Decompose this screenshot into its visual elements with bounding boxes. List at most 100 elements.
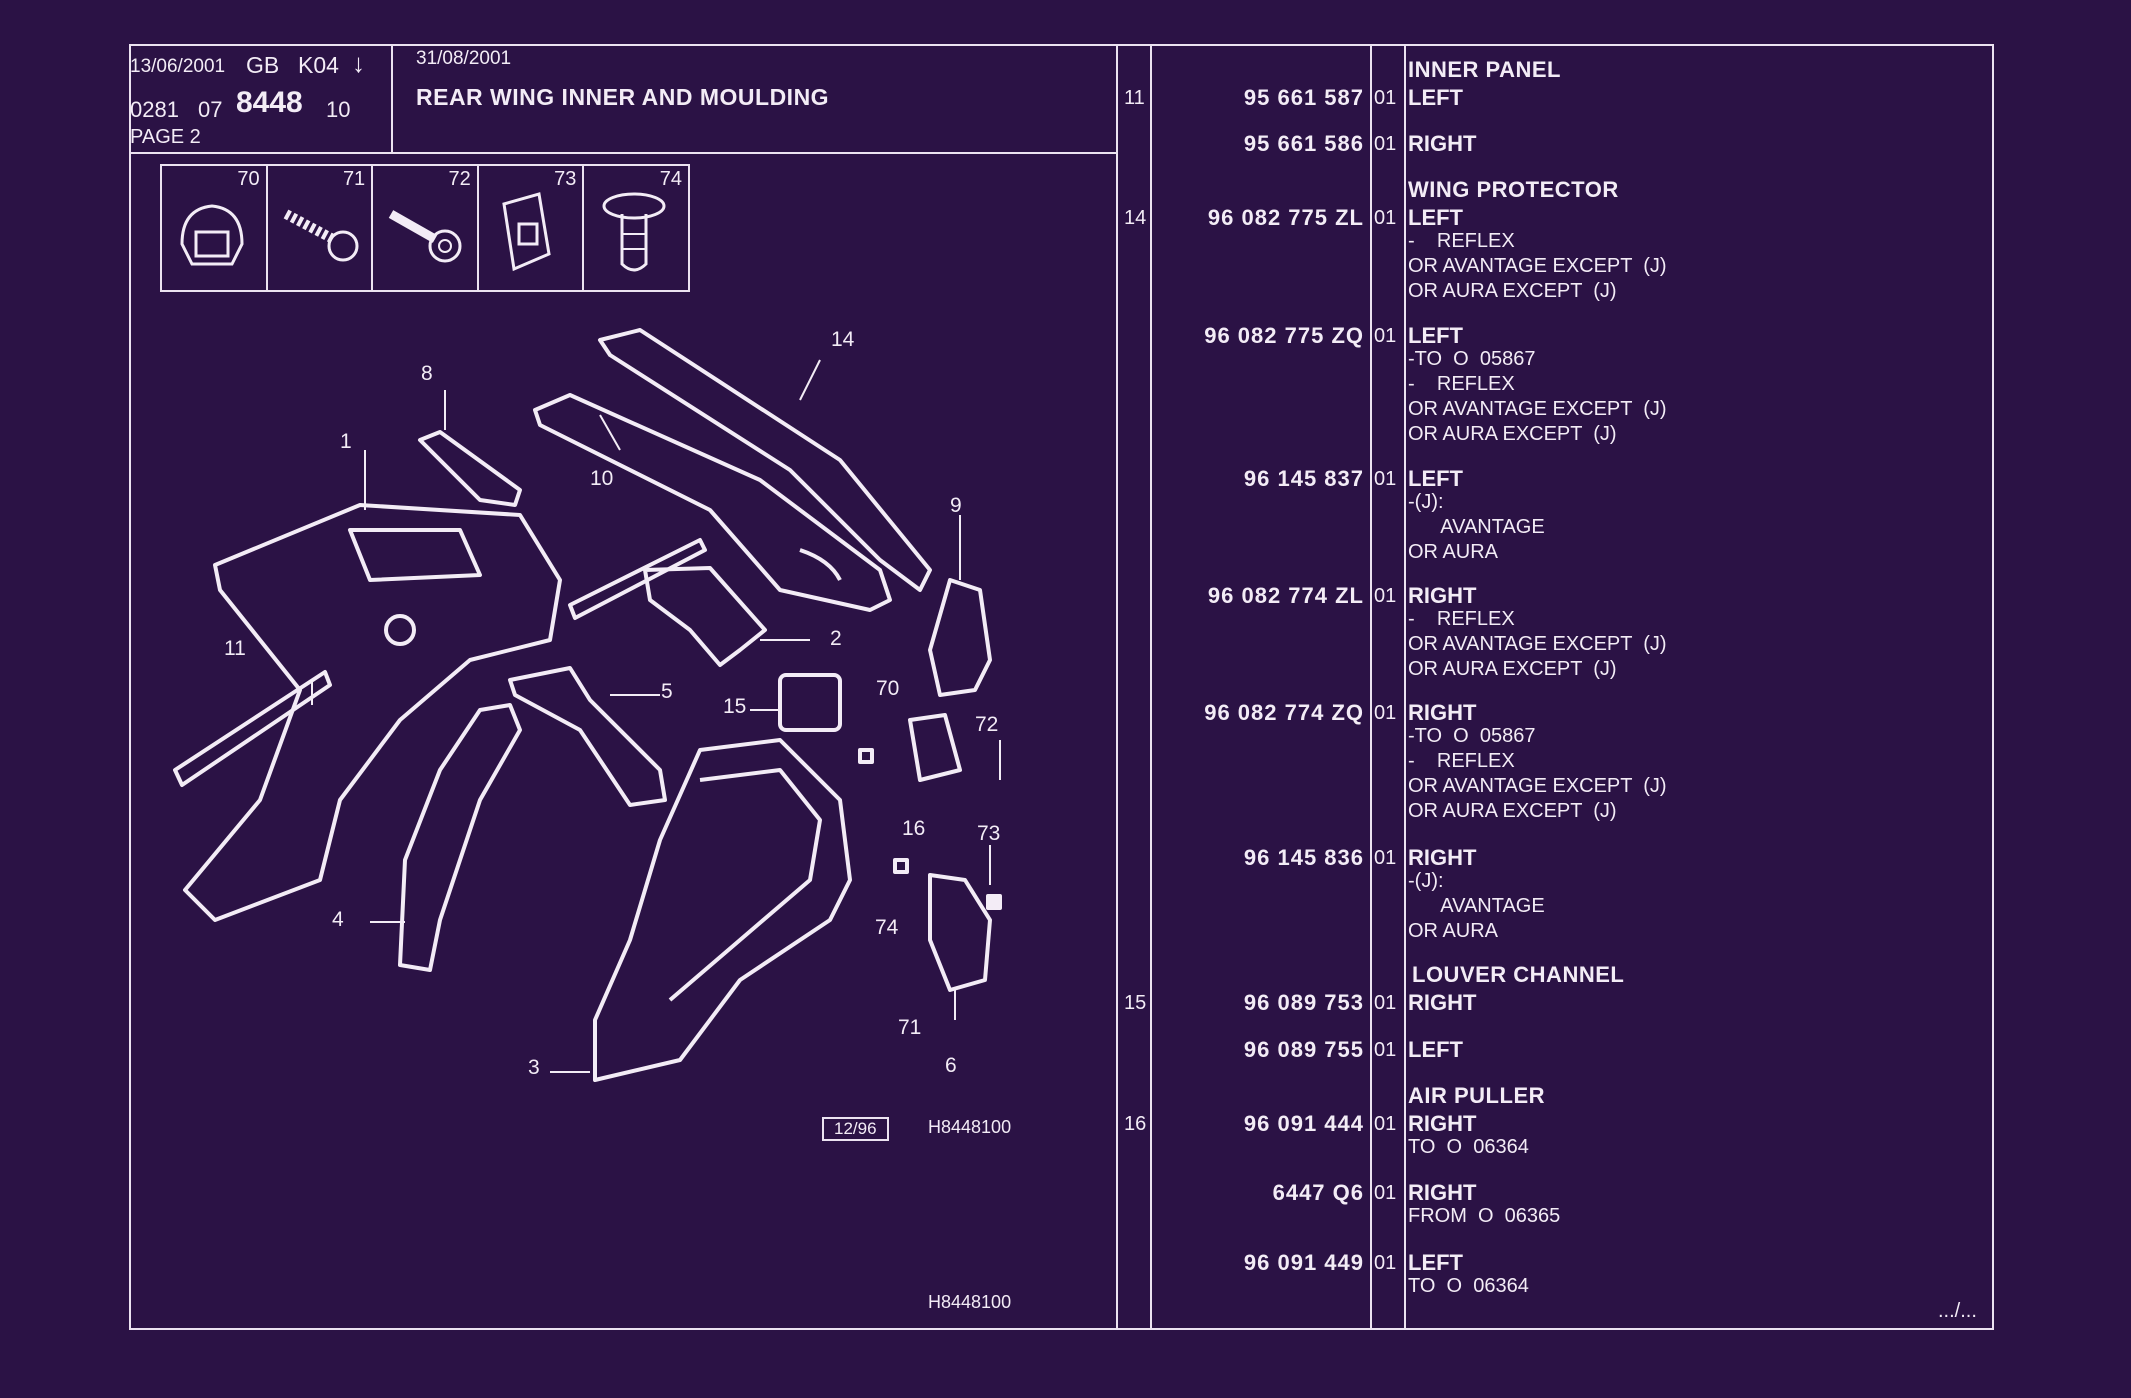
part-applicability: TO O 06364 [1408,1275,1529,1297]
part-side: LEFT [1408,1250,1463,1275]
part-qty: 01 [1374,87,1397,109]
part-number: 96 089 753 [1243,990,1364,1015]
part-applicability: -(J): [1408,491,1444,513]
thumb-70: 70 [162,166,268,290]
part-qty: 01 [1374,468,1397,490]
part-applicability: -TO O 05867 [1408,348,1536,370]
part-number: 96 082 775 ZL [1207,205,1364,230]
thumb-72: 72 [373,166,479,290]
table-divider-2 [1150,44,1152,1330]
ref-suffix: 10 [326,97,351,122]
callout-4: 4 [332,908,344,931]
part-side: RIGHT [1408,583,1477,608]
callout-8: 8 [421,362,433,385]
callout-2: 2 [830,627,842,650]
part-side: RIGHT [1408,700,1477,725]
part-side: LEFT [1408,85,1463,110]
part-applicability: OR AURA EXCEPT (J) [1408,800,1617,822]
part-number: 96 091 444 [1243,1111,1364,1136]
part-number: 96 145 837 [1243,466,1364,491]
thumb-74: 74 [584,166,688,290]
part-applicability: OR AURA [1408,541,1499,563]
part-applicability: OR AVANTAGE EXCEPT (J) [1408,255,1667,277]
ref-prefix: 0281 [130,97,179,122]
part-side: RIGHT [1408,1180,1477,1205]
callout-14: 11 [224,637,246,660]
part-applicability: OR AVANTAGE EXCEPT (J) [1408,775,1667,797]
callout-6: 6 [945,1054,957,1077]
section-wing-protector: WING PROTECTOR [1408,177,1619,202]
speed-nut-icon [502,192,551,272]
part-qty: 01 [1374,1252,1397,1274]
header-bottom-rule [129,152,1116,154]
callout-9: 9 [950,494,962,517]
part-side: RIGHT [1408,131,1477,156]
header-code: K04 [298,52,339,78]
callout-70: 70 [876,677,900,700]
callout-1: 1 [340,430,352,453]
part-applicability: - REFLEX [1408,608,1515,630]
page-title: REAR WING INNER AND MOULDING [416,84,830,110]
part-number: 96 089 755 [1243,1037,1364,1062]
part-ref: 16 [1124,1113,1147,1135]
screw-icon [283,209,359,262]
date-stamp: 12/96 [822,1117,889,1141]
table-divider-1 [1116,44,1118,1330]
part-qty: 01 [1374,992,1397,1014]
thumb-number: 72 [448,168,471,190]
part-qty: 01 [1374,702,1397,724]
part-qty: 01 [1374,585,1397,607]
thumb-71: 71 [268,166,374,290]
callout-10: 10 [590,467,614,490]
part-applicability: OR AVANTAGE EXCEPT (J) [1408,633,1667,655]
thumb-number: 74 [659,168,682,190]
part-number: 96 091 449 [1243,1250,1364,1275]
thumb-number: 73 [554,168,577,190]
part-side: LEFT [1408,466,1463,491]
part-qty: 01 [1374,325,1397,347]
part-number: 96 082 775 ZQ [1204,323,1364,348]
part-number: 6447 Q6 [1272,1180,1364,1205]
header-divider [391,44,393,152]
continued-marker: .../... [1938,1300,1977,1322]
table-divider-3 [1370,44,1372,1330]
part-side: RIGHT [1408,990,1477,1015]
part-number: 96 082 774 ZQ [1204,700,1364,725]
part-number: 95 661 586 [1243,131,1364,156]
drawing-ref-bottom: H8448100 [928,1292,1012,1312]
header-date-2: 31/08/2001 [416,48,512,69]
part-qty: 01 [1374,847,1397,869]
clip-nut-icon [180,204,244,266]
ref-main: 8448 [236,86,303,119]
thumb-73: 73 [479,166,585,290]
bolt-icon [388,210,462,263]
part-applicability: OR AURA EXCEPT (J) [1408,658,1617,680]
callout-11: 14 [831,328,855,351]
thumb-number: 70 [237,168,260,190]
part-applicability: AVANTAGE [1408,895,1545,917]
part-number: 96 082 774 ZL [1207,583,1364,608]
part-applicability: - REFLEX [1408,373,1515,395]
fastener-thumbnails: 70 71 72 73 74 [160,164,690,292]
part-qty: 01 [1374,133,1397,155]
part-qty: 01 [1374,1113,1397,1135]
part-side: RIGHT [1408,845,1477,870]
part-applicability: OR AURA EXCEPT (J) [1408,423,1617,445]
page-frame [129,44,1994,1330]
part-qty: 01 [1374,207,1397,229]
callout-73: 73 [977,822,1001,845]
part-qty: 01 [1374,1182,1397,1204]
section-air-puller: AIR PULLER [1408,1083,1545,1108]
part-side: LEFT [1408,205,1463,230]
part-number: 95 661 587 [1243,85,1364,110]
part-ref: 15 [1124,992,1147,1014]
exploded-diagram [173,328,1002,1082]
part-ref: 11 [1124,87,1145,109]
callout-71: 71 [898,1016,922,1039]
header-date: 13/06/2001 [130,56,226,77]
part-side: RIGHT [1408,1111,1477,1136]
part-applicability: - REFLEX [1408,750,1515,772]
down-arrow-icon: ↓ [352,48,365,78]
part-applicability: FROM O 06365 [1408,1205,1561,1227]
push-clip-icon [602,192,666,272]
